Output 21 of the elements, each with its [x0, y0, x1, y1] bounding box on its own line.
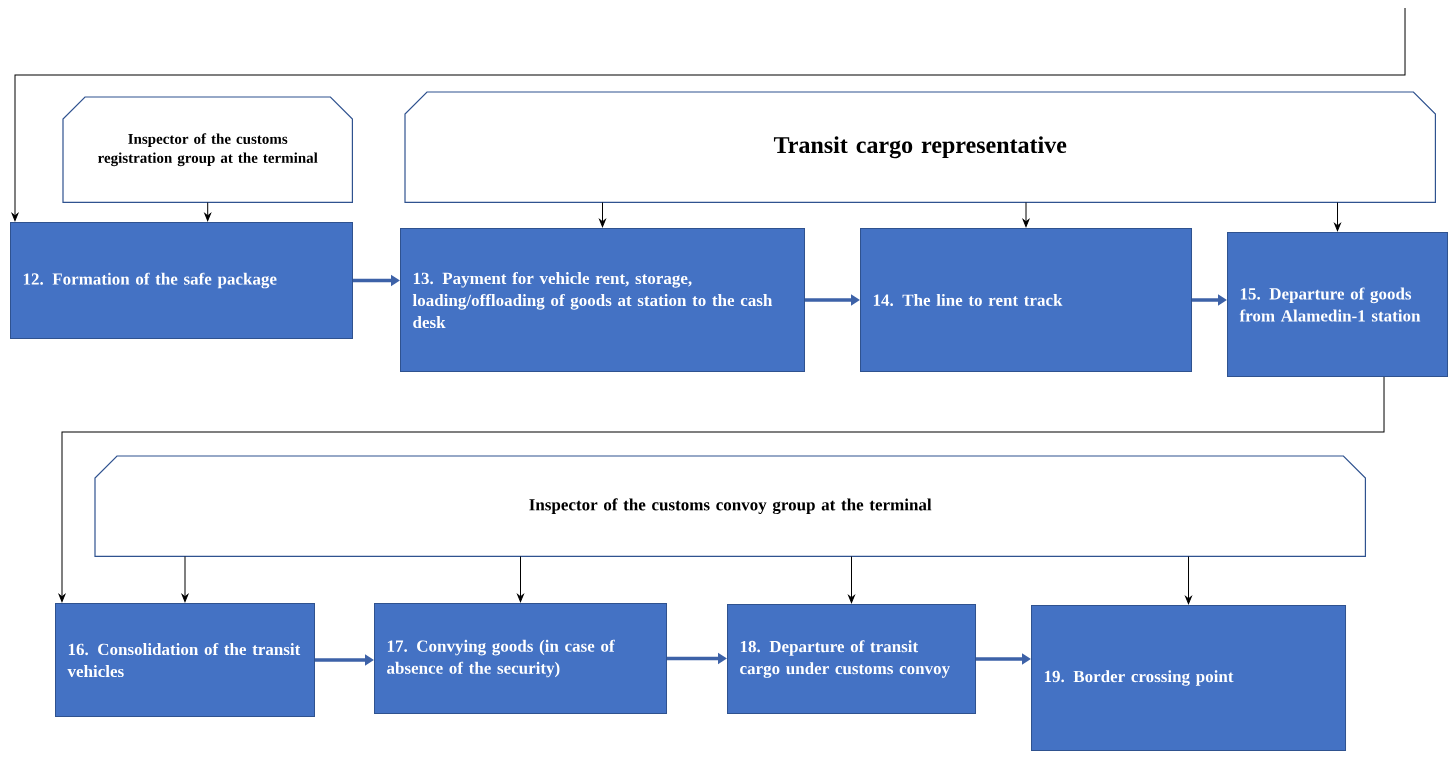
arrow [848, 555, 855, 604]
arrow [58, 376, 1385, 603]
arrow [1334, 201, 1341, 232]
process-box: 18. Departure of transit cargo under customs convoy [727, 604, 976, 714]
arrow [517, 555, 524, 603]
role-banner: Inspector of the customs registration group at the terminal [62, 96, 353, 203]
process-box: 13. Payment for vehicle rent, storage, loading/offloading of goods at station to the cash desk [400, 228, 805, 372]
role-banner: Transit cargo representative [404, 91, 1436, 203]
arrow [1022, 201, 1030, 228]
process-box: 12. Formation of the safe package [10, 222, 353, 339]
arrow [1185, 555, 1192, 605]
process-box: 14. The line to rent track [860, 228, 1192, 372]
arrow [181, 555, 189, 603]
process-box: 17. Convying goods (in case of absence of the security) [374, 603, 667, 714]
process-box: 19. Border crossing point [1031, 605, 1346, 751]
arrow [11, 7, 1406, 222]
role-banner: Inspector of the customs convoy group at the terminal [94, 455, 1366, 557]
arrow [599, 201, 606, 228]
arrow [204, 201, 212, 222]
process-box: 15. Departure of goods from Alamedin-1 station [1227, 232, 1448, 377]
process-box: 16. Consolidation of the transit vehicles [55, 603, 315, 717]
